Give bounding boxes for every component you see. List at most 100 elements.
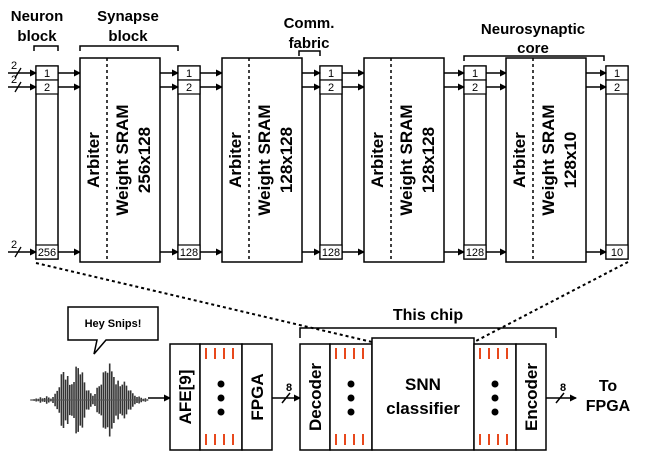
bus-width-2: 8 xyxy=(560,382,566,394)
neuron-column-frame xyxy=(177,65,201,260)
neuron-column-frame xyxy=(319,65,343,260)
fpga-block: FPGA xyxy=(241,343,273,451)
encoder-label: Encoder xyxy=(522,363,541,431)
neuron-index: 128 xyxy=(180,247,198,259)
weight-sram-label: Weight SRAM xyxy=(397,104,416,215)
to-fpga-label-1: To xyxy=(599,378,618,395)
neuron-index: 2 xyxy=(472,82,478,94)
sram-size-label: 128x128 xyxy=(419,127,438,193)
weight-sram-label: Weight SRAM xyxy=(255,104,274,215)
snn-label-2: classifier xyxy=(386,399,460,418)
column-to-synapse-arrows xyxy=(200,69,321,256)
arbiter-label: Arbiter xyxy=(84,132,103,188)
input-bus-width: 2 xyxy=(11,239,17,251)
sram-size-label: 128x10 xyxy=(561,132,580,189)
arbiter-label: Arbiter xyxy=(226,132,245,188)
spike-links xyxy=(205,348,508,445)
synapse-block-frame xyxy=(79,57,161,263)
fpga-label: FPGA xyxy=(248,373,267,420)
weight-sram-label: Weight SRAM xyxy=(113,104,132,215)
neuron-column-frame xyxy=(463,65,487,260)
neuron-index: 1 xyxy=(186,68,192,80)
neuron-index: 128 xyxy=(466,247,484,259)
neuron-index: 2 xyxy=(614,82,620,94)
ellipsis-dot xyxy=(491,380,499,388)
neuron-index: 1 xyxy=(44,68,50,80)
neuron-block-label-1: Neuron xyxy=(11,8,64,25)
encoder-block: Encoder xyxy=(515,343,547,451)
input-bus-width: 2 xyxy=(11,74,17,86)
input-bus-slash xyxy=(14,246,22,258)
audio-waveform xyxy=(30,363,149,437)
decoder-label: Decoder xyxy=(306,363,325,431)
snn-label-1: SNN xyxy=(405,375,441,394)
input-bus-slash xyxy=(14,67,22,79)
label-brackets xyxy=(33,45,605,61)
synapse-block-frame xyxy=(505,57,587,263)
weight-sram-label: Weight SRAM xyxy=(539,104,558,215)
decoder-block: Decoder xyxy=(299,343,331,451)
snn-classifier-block: SNN classifier xyxy=(371,337,475,451)
neuron-column-frame xyxy=(35,65,59,260)
input-bus-width: 2 xyxy=(11,60,17,72)
sram-size-label: 128x128 xyxy=(277,127,296,193)
input-bus-slash xyxy=(14,81,22,93)
column-to-synapse-arrows xyxy=(58,69,179,256)
neuron-column: 1 2 128 xyxy=(319,65,343,260)
ellipsis-dot xyxy=(347,380,355,388)
synapse-block-frame xyxy=(363,57,445,263)
ellipsis-dot xyxy=(217,408,225,416)
this-chip-bracket xyxy=(299,327,557,338)
neuron-index: 128 xyxy=(322,247,340,259)
arbiter-label: Arbiter xyxy=(510,132,529,188)
neuron-index: 1 xyxy=(472,68,478,80)
comm-fabric-label-2: fabric xyxy=(289,35,330,52)
bus-slash-2 xyxy=(555,392,565,404)
neuron-block-label-2: block xyxy=(17,28,57,45)
neuron-index: 2 xyxy=(328,82,334,94)
sram-size-label: 256x128 xyxy=(135,127,154,193)
neuron-index: 256 xyxy=(38,247,56,259)
ellipsis-dot xyxy=(347,408,355,416)
this-chip-label: This chip xyxy=(393,307,463,324)
spike-link xyxy=(205,348,234,445)
neurosynaptic-core-label-1: Neurosynaptic xyxy=(481,21,585,38)
arbiter-label: Arbiter xyxy=(368,132,387,188)
to-fpga-label-2: FPGA xyxy=(586,398,631,415)
synapse-block-label-1: Synapse xyxy=(97,8,159,25)
afe-block: AFE[9] xyxy=(169,343,201,451)
neuron-index: 2 xyxy=(44,82,50,94)
neuron-column: 1 2 256 2 2 2 xyxy=(8,60,59,260)
neuron-index: 10 xyxy=(611,247,623,259)
bus-slash-1 xyxy=(281,392,291,404)
synapse-block-frame xyxy=(221,57,303,263)
afe-label: AFE[9] xyxy=(176,370,195,425)
speech-bubble: Hey Snips! xyxy=(67,306,159,355)
spike-link xyxy=(479,348,508,445)
neuron-column: 1 2 128 xyxy=(463,65,487,260)
ellipsis-dot xyxy=(491,408,499,416)
neuron-column-frame xyxy=(605,65,629,260)
column-to-synapse-arrows xyxy=(486,69,607,256)
ellipsis-dot xyxy=(347,394,355,402)
neuron-index: 1 xyxy=(328,68,334,80)
spike-link xyxy=(335,348,364,445)
comm-fabric-label-1: Comm. xyxy=(284,15,335,32)
bus-width-1: 8 xyxy=(286,382,292,394)
synapse-block-label-2: block xyxy=(108,28,148,45)
ellipsis-dot xyxy=(491,394,499,402)
neurosynaptic-core-label-2: core xyxy=(517,40,549,57)
neuron-index: 2 xyxy=(186,82,192,94)
ellipsis-dot xyxy=(217,380,225,388)
neuron-column: 1 2 128 xyxy=(177,65,201,260)
ellipsis-dot xyxy=(217,394,225,402)
speech-bubble-text: Hey Snips! xyxy=(85,318,142,330)
column-to-synapse-arrows xyxy=(342,69,465,256)
